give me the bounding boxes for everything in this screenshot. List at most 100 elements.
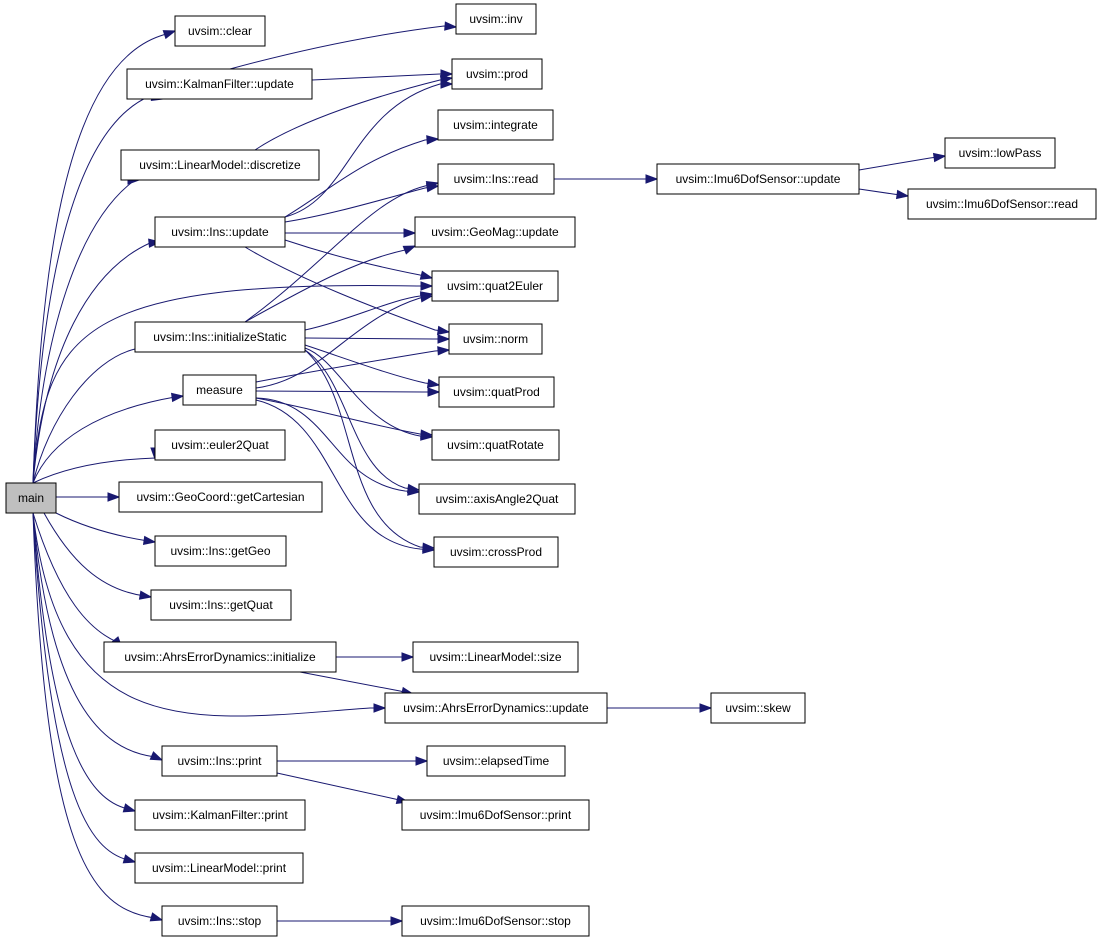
edge-ins_update-prod bbox=[284, 79, 454, 218]
node-ins-getgeo[interactable]: uvsim::Ins::getGeo bbox=[154, 535, 287, 567]
node-label: uvsim::KalmanFilter::print bbox=[152, 808, 288, 822]
edge-line bbox=[254, 77, 453, 151]
arrowhead bbox=[403, 228, 417, 238]
node-crossprod[interactable]: uvsim::crossProd bbox=[433, 536, 559, 568]
node-ins-read[interactable]: uvsim::Ins::read bbox=[437, 163, 555, 195]
node-box bbox=[907, 188, 1097, 220]
edge-kf_update-prod bbox=[311, 69, 454, 81]
edge-measure-quat2euler bbox=[255, 293, 434, 389]
edge-ins_init_static-ins_read bbox=[244, 180, 440, 323]
node-ahrs-update[interactable]: uvsim::AhrsErrorDynamics::update bbox=[384, 692, 608, 724]
node-label: main bbox=[18, 491, 44, 505]
edge-line bbox=[244, 245, 416, 323]
node-ins-init-static[interactable]: uvsim::Ins::initializeStatic bbox=[134, 321, 306, 353]
node-imu-read[interactable]: uvsim::Imu6DofSensor::read bbox=[907, 188, 1097, 220]
node-imu-stop[interactable]: uvsim::Imu6DofSensor::stop bbox=[401, 905, 590, 937]
node-label: uvsim::AhrsErrorDynamics::update bbox=[403, 701, 589, 715]
node-label: uvsim::GeoCoord::getCartesian bbox=[136, 490, 304, 504]
edge-ahrs_initialize-ahrs_update bbox=[299, 671, 415, 697]
node-ins-stop[interactable]: uvsim::Ins::stop bbox=[161, 905, 278, 937]
node-lm-print[interactable]: uvsim::LinearModel::print bbox=[134, 852, 304, 884]
node-imu-print[interactable]: uvsim::Imu6DofSensor::print bbox=[401, 799, 590, 831]
arrowhead bbox=[390, 916, 404, 926]
node-integrate[interactable]: uvsim::integrate bbox=[437, 109, 554, 141]
node-ins-getquat[interactable]: uvsim::Ins::getQuat bbox=[150, 589, 292, 621]
edge-line bbox=[32, 512, 163, 921]
arrowhead bbox=[440, 79, 454, 89]
node-inv[interactable]: uvsim::inv bbox=[455, 3, 537, 35]
edge-line bbox=[284, 138, 439, 218]
edge-line bbox=[304, 349, 420, 491]
edge-line bbox=[304, 349, 435, 549]
edge-ins_init_static-geomag bbox=[244, 245, 417, 323]
node-label: uvsim::quatRotate bbox=[447, 438, 544, 452]
node-lm-size[interactable]: uvsim::LinearModel::size bbox=[412, 641, 579, 673]
arrowhead bbox=[402, 245, 417, 255]
edge-line bbox=[304, 337, 449, 340]
arrowhead bbox=[427, 387, 441, 397]
edge-main-kf_print bbox=[32, 512, 137, 813]
node-euler2quat[interactable]: uvsim::euler2Quat bbox=[154, 429, 286, 461]
edge-line bbox=[255, 295, 433, 389]
node-quat2euler[interactable]: uvsim::quat2Euler bbox=[431, 270, 559, 302]
edge-ins_read-imu_update bbox=[554, 174, 659, 184]
edge-line bbox=[299, 671, 414, 695]
edge-ins_init_static-quatprod bbox=[304, 344, 441, 389]
edge-line bbox=[311, 73, 452, 81]
node-prod[interactable]: uvsim::prod bbox=[451, 58, 543, 90]
node-box bbox=[150, 589, 292, 621]
edge-measure-quatprod bbox=[255, 387, 441, 397]
node-measure[interactable]: measure bbox=[182, 374, 257, 406]
arrowhead bbox=[444, 21, 458, 31]
node-geocoord-getcartesian[interactable]: uvsim::GeoCoord::getCartesian bbox=[118, 481, 323, 513]
node-label: measure bbox=[196, 383, 243, 397]
node-quatprod[interactable]: uvsim::quatProd bbox=[438, 376, 555, 408]
arrowhead bbox=[373, 703, 387, 713]
node-elapsedtime[interactable]: uvsim::elapsedTime bbox=[426, 745, 566, 777]
edge-line bbox=[32, 512, 136, 812]
edge-line bbox=[255, 349, 450, 383]
node-norm[interactable]: uvsim::norm bbox=[448, 323, 543, 355]
node-box bbox=[451, 58, 543, 90]
edge-main-measure bbox=[32, 392, 185, 484]
edge-line bbox=[255, 399, 435, 551]
edge-line bbox=[32, 241, 161, 484]
edge-line bbox=[304, 344, 440, 386]
node-lowpass[interactable]: uvsim::lowPass bbox=[944, 137, 1056, 169]
node-box bbox=[161, 905, 278, 937]
node-skew[interactable]: uvsim::skew bbox=[710, 692, 806, 724]
node-box bbox=[154, 535, 287, 567]
node-label: uvsim::Ins::getQuat bbox=[169, 598, 273, 612]
node-box bbox=[437, 163, 555, 195]
node-box bbox=[710, 692, 806, 724]
edge-main-ins_init_static bbox=[32, 348, 136, 484]
node-label: uvsim::lowPass bbox=[959, 146, 1042, 160]
node-geomag-update[interactable]: uvsim::GeoMag::update bbox=[414, 216, 576, 248]
edge-ahrs_initialize-lm_size bbox=[336, 652, 415, 662]
node-box bbox=[182, 374, 257, 406]
node-quatrotate[interactable]: uvsim::quatRotate bbox=[431, 429, 560, 461]
edge-line bbox=[244, 182, 439, 323]
node-ahrs-initialize[interactable]: uvsim::AhrsErrorDynamics::initialize bbox=[103, 641, 337, 673]
node-label: uvsim::Imu6DofSensor::read bbox=[926, 197, 1078, 211]
node-ins-print[interactable]: uvsim::Ins::print bbox=[161, 745, 278, 777]
edge-ins_print-imu_print bbox=[276, 772, 410, 805]
arrowhead bbox=[407, 486, 421, 496]
node-clear[interactable]: uvsim::clear bbox=[174, 15, 266, 47]
node-imu-update[interactable]: uvsim::Imu6DofSensor::update bbox=[656, 163, 860, 195]
node-box bbox=[437, 109, 554, 141]
node-box bbox=[414, 216, 576, 248]
node-main[interactable]: main bbox=[5, 482, 57, 514]
edge-measure-norm bbox=[255, 346, 451, 383]
node-kf-print[interactable]: uvsim::KalmanFilter::print bbox=[134, 799, 306, 831]
node-label: uvsim::Ins::stop bbox=[178, 914, 262, 928]
node-box bbox=[944, 137, 1056, 169]
node-ins-update[interactable]: uvsim::Ins::update bbox=[154, 216, 286, 248]
edge-main-ins_getgeo bbox=[55, 512, 157, 546]
node-axisangle2quat[interactable]: uvsim::axisAngle2Quat bbox=[418, 483, 576, 515]
node-kf-update[interactable]: uvsim::KalmanFilter::update bbox=[126, 68, 313, 100]
node-label: uvsim::crossProd bbox=[450, 545, 542, 559]
node-lm-discretize[interactable]: uvsim::LinearModel::discretize bbox=[120, 149, 320, 181]
edge-main-ahrs_initialize bbox=[32, 512, 123, 650]
